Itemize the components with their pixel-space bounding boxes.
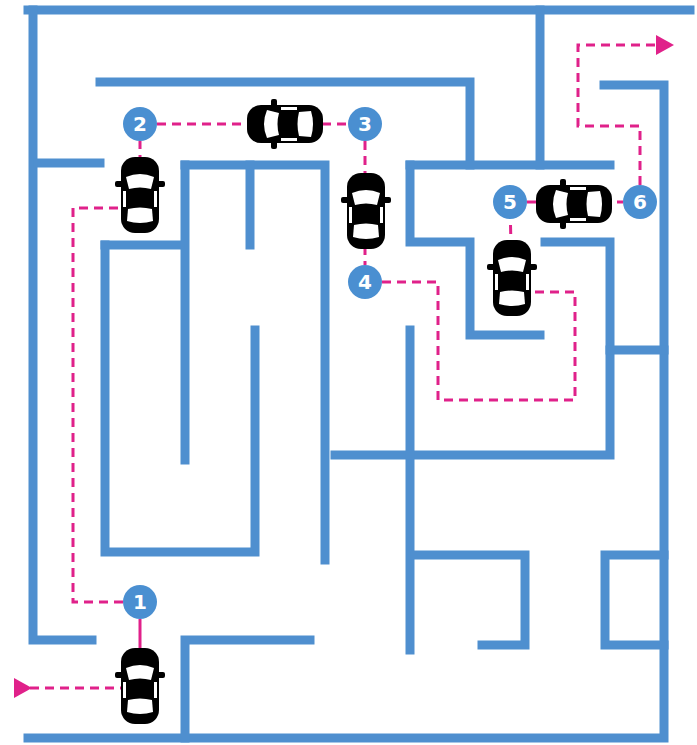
step-circle: 6 xyxy=(623,185,657,219)
car xyxy=(115,157,165,233)
step-number: 3 xyxy=(358,114,372,134)
step-number: 6 xyxy=(633,192,647,212)
step-number: 1 xyxy=(133,592,147,612)
step-circle: 4 xyxy=(348,265,382,299)
car xyxy=(341,173,391,249)
route-path xyxy=(382,219,575,400)
step-number: 2 xyxy=(133,114,147,134)
step-circle: 5 xyxy=(493,185,527,219)
step-circle: 3 xyxy=(348,107,382,141)
step-number: 4 xyxy=(358,272,372,292)
lead-line xyxy=(139,619,142,650)
exit-path xyxy=(578,45,660,185)
step-circle: 1 xyxy=(123,585,157,619)
car xyxy=(536,179,612,229)
car xyxy=(247,99,323,149)
step-number: 5 xyxy=(503,192,517,212)
car xyxy=(487,240,537,316)
entry-path xyxy=(30,687,125,690)
car xyxy=(115,648,165,724)
exit-arrowhead xyxy=(656,35,674,55)
step-circle: 2 xyxy=(123,107,157,141)
entry-arrowhead xyxy=(14,678,32,698)
